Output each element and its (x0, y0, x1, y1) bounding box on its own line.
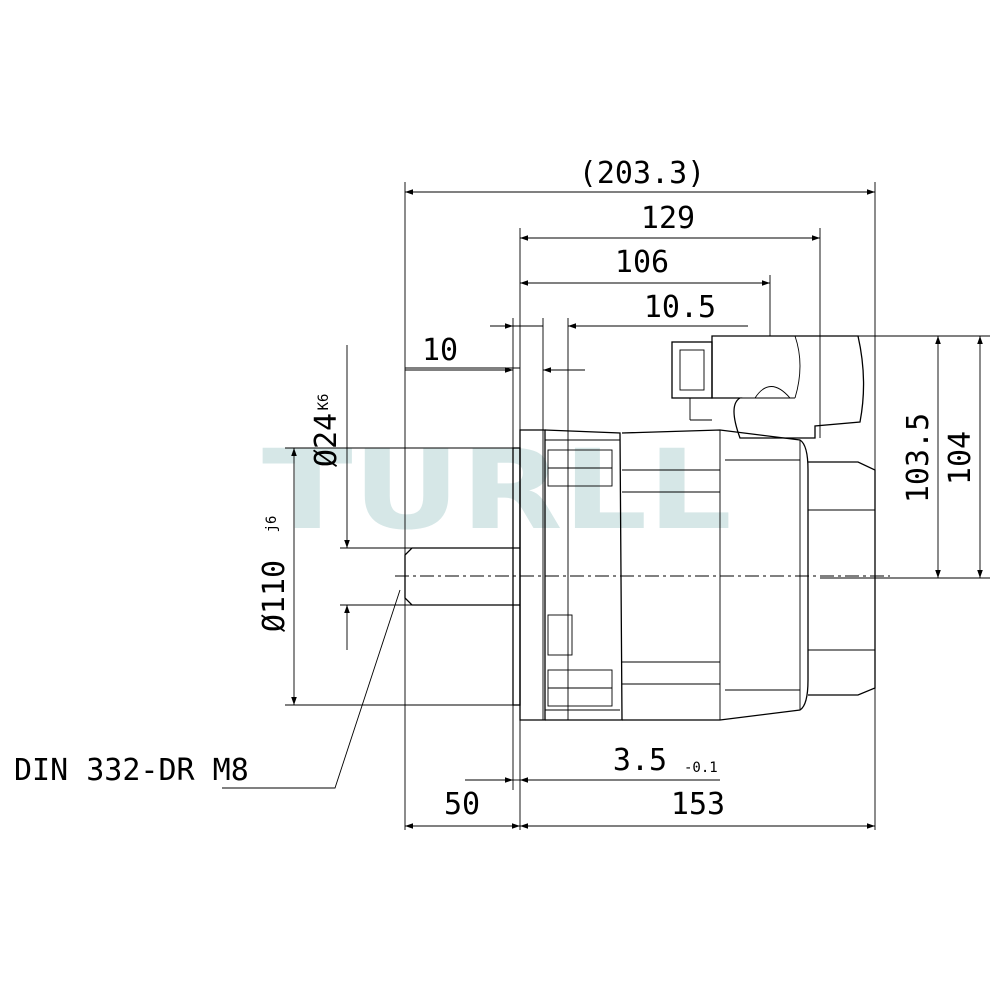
dim-shaft-fit: K6 (316, 394, 332, 411)
dim-104: 104 (943, 431, 978, 485)
callout-leader (222, 589, 401, 789)
dim-50: 50 (444, 787, 480, 822)
dim-shaft-diameter: Ø24 (309, 413, 344, 467)
dim-129: 129 (641, 201, 695, 236)
dimension-lines (291, 189, 983, 829)
callout-din-332: DIN 332-DR M8 (14, 753, 249, 788)
dim-flange-fit: j6 (264, 516, 280, 533)
dim-103-5: 103.5 (901, 413, 936, 503)
watermark-text: TURLL (262, 426, 732, 554)
dim-3-5-tolerance: -0.1 (684, 760, 718, 776)
dim-overall-length: (203.3) (579, 156, 705, 191)
dim-10-5: 10.5 (644, 290, 716, 325)
dim-106: 106 (615, 245, 669, 280)
dim-3-5: 3.5 (613, 743, 667, 778)
dim-flange-diameter: Ø110 (257, 560, 292, 632)
motor-outline (395, 335, 890, 721)
dim-153: 153 (671, 787, 725, 822)
dim-10: 10 (422, 333, 458, 368)
